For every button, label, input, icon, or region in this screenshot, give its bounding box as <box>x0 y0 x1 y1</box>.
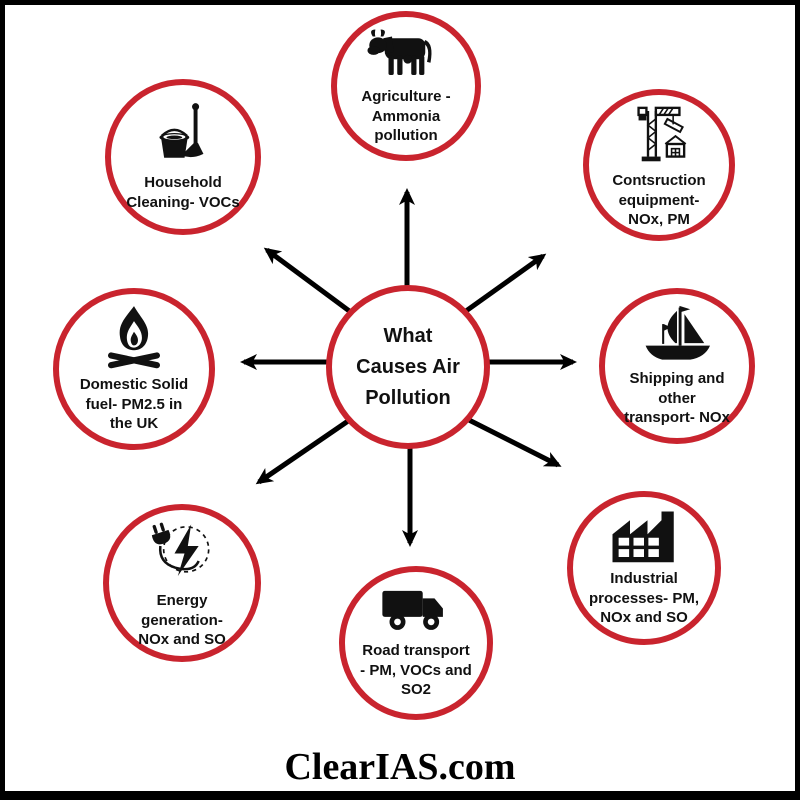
hub-what-causes-air-pollution: What Causes Air Pollution <box>326 285 490 449</box>
crane-icon <box>637 106 687 162</box>
cow-icon <box>367 29 432 75</box>
truck-icon <box>382 590 443 630</box>
mop-bucket-icon <box>159 102 204 158</box>
node-shipping: Shipping and other transport- NOx <box>599 288 755 444</box>
hub-title: What Causes Air Pollution <box>356 324 460 409</box>
arrow-bottom-left <box>255 416 353 485</box>
node-label: Household Cleaning- VOCs <box>126 173 240 211</box>
node-domestic-solid-fuel: Domestic Solid fuel- PM2.5 in the UK <box>53 288 215 450</box>
node-road-transport: Road transport - PM, VOCs and SO2 <box>339 566 493 720</box>
ship-icon <box>645 305 711 360</box>
node-label: Contsruction equipment- NOx, PM <box>612 171 706 229</box>
node-label: Road transport - PM, VOCs and SO2 <box>360 641 472 699</box>
brand-watermark: ClearIAS.com <box>284 746 516 788</box>
arrow-top-right <box>464 253 547 314</box>
node-household-cleaning: Household Cleaning- VOCs <box>105 79 261 235</box>
arrow-bottom-right <box>465 416 562 468</box>
campfire-icon <box>108 305 160 369</box>
node-label: Energy generation- NOx and SO <box>138 591 226 649</box>
node-agriculture: Agriculture - Ammonia pollution <box>331 11 481 161</box>
plug-bolt-icon <box>151 522 210 576</box>
arrow-top-left <box>263 247 354 316</box>
node-energy-generation: Energy generation- NOx and SO <box>103 504 261 662</box>
node-label: Agriculture - Ammonia pollution <box>361 87 451 145</box>
node-industrial: Industrial processes- PM, NOx and SO <box>567 491 721 645</box>
node-label: Shipping and other transport- NOx <box>624 369 730 427</box>
node-label: Domestic Solid fuel- PM2.5 in the UK <box>79 375 189 433</box>
node-label: Industrial processes- PM, NOx and SO <box>588 569 700 627</box>
node-construction: Contsruction equipment- NOx, PM <box>583 89 735 241</box>
factory-icon <box>612 511 674 563</box>
